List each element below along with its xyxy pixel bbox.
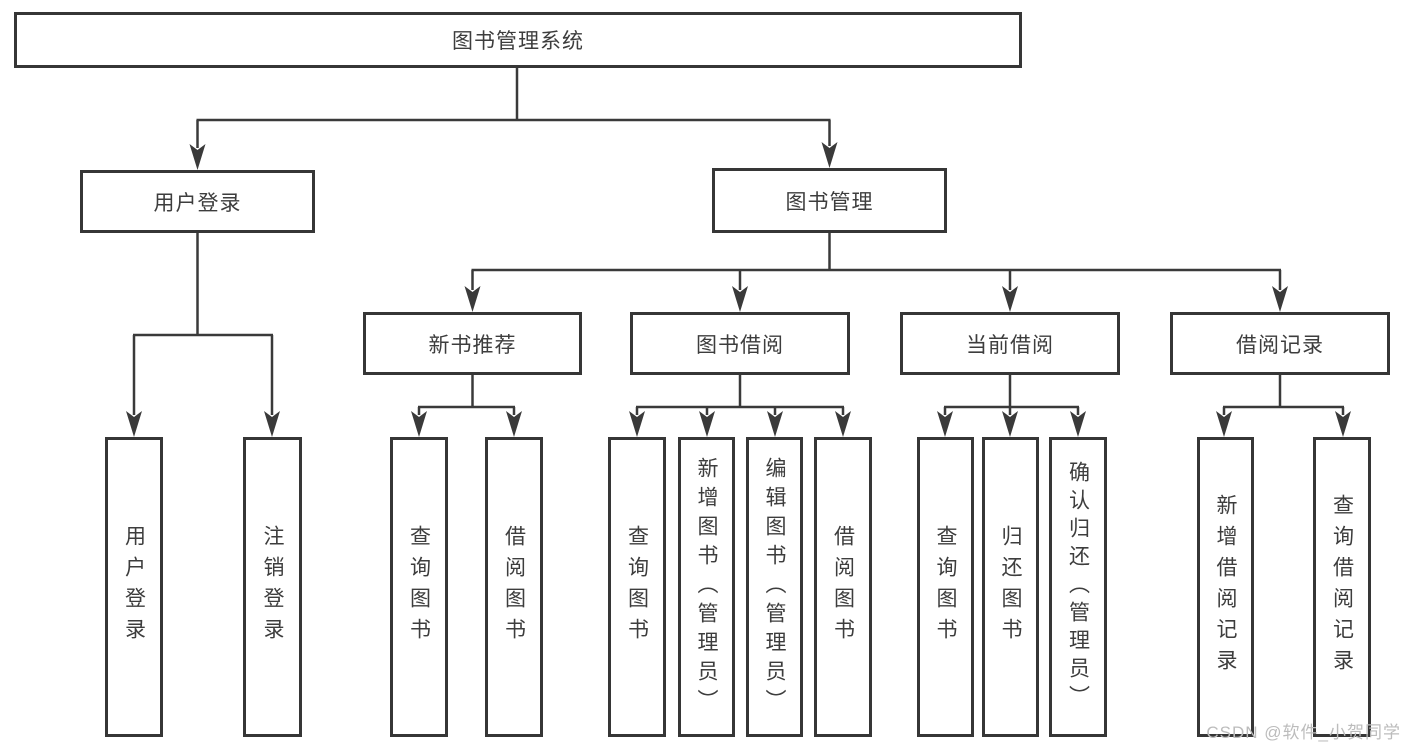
leaf-add-book-admin: 新增图书（管理员） <box>678 437 735 737</box>
leaf-query-book-1: 查询图书 <box>390 437 448 737</box>
leaf-edit-book-admin: 编辑图书（管理员） <box>746 437 803 737</box>
node-root: 图书管理系统 <box>14 12 1022 68</box>
leaf-confirm-return-admin: 确认归还（管理员） <box>1049 437 1107 737</box>
leaf-query-borrow-record: 查询借阅记录 <box>1313 437 1371 737</box>
csdn-watermark: CSDN @软件_小贺同学 <box>1206 723 1401 742</box>
node-borrow-records: 借阅记录 <box>1170 312 1390 375</box>
leaf-query-book-3: 查询图书 <box>917 437 974 737</box>
node-book-management: 图书管理 <box>712 168 947 233</box>
leaf-query-book-2: 查询图书 <box>608 437 666 737</box>
node-new-book-recommend: 新书推荐 <box>363 312 582 375</box>
leaf-add-borrow-record: 新增借阅记录 <box>1197 437 1254 737</box>
node-user-login: 用户登录 <box>80 170 315 233</box>
node-current-borrow: 当前借阅 <box>900 312 1120 375</box>
leaf-borrow-book-2: 借阅图书 <box>814 437 872 737</box>
leaf-user-login: 用户登录 <box>105 437 163 737</box>
node-book-borrow: 图书借阅 <box>630 312 850 375</box>
leaf-borrow-book-1: 借阅图书 <box>485 437 543 737</box>
leaf-return-book: 归还图书 <box>982 437 1039 737</box>
leaf-logout: 注销登录 <box>243 437 302 737</box>
